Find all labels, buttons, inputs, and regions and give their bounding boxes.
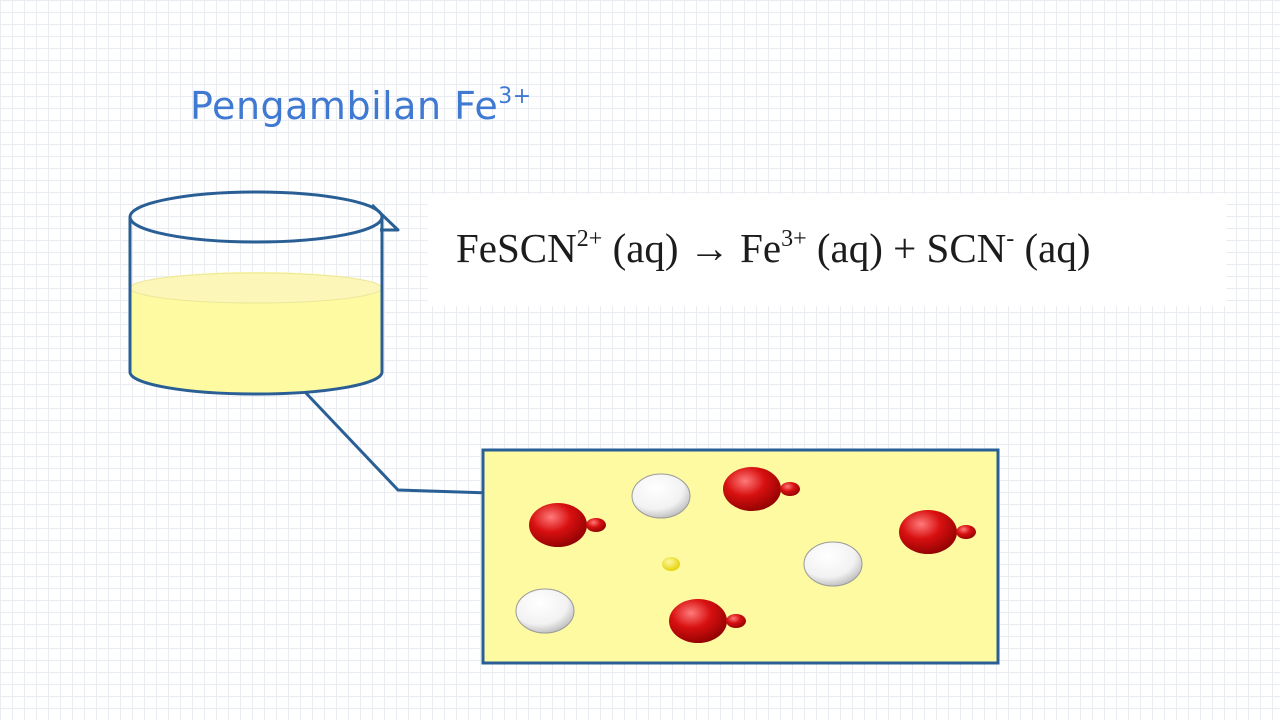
eq-arrow: → — [688, 225, 730, 271]
eq-product-2-charge: - — [1006, 226, 1015, 252]
eq-reactant-charge: 2+ — [576, 226, 603, 252]
fescn-particle — [669, 599, 746, 643]
callout-line — [303, 390, 491, 495]
slide-title: Pengambilan Fe3+ — [190, 84, 532, 128]
beaker-front-rim — [128, 216, 384, 244]
fescn-particle — [529, 503, 606, 547]
eq-state-2: (aq) + — [806, 225, 927, 271]
beaker-solution — [130, 272, 382, 394]
fescn-particle — [899, 510, 976, 554]
fescn-particle — [723, 467, 800, 511]
eq-product-1: Fe — [729, 225, 782, 271]
beaker-bottom — [128, 371, 384, 396]
eq-product-1-charge: 3+ — [781, 226, 807, 252]
beaker-spout — [370, 203, 400, 232]
equation-box: FeSCN2+ (aq) → Fe3+ (aq) + SCN- (aq) — [428, 194, 1226, 306]
eq-product-2: SCN — [926, 225, 1007, 271]
beaker — [128, 190, 400, 396]
eq-reactant: FeSCN — [456, 225, 577, 271]
solution-surface — [129, 272, 383, 304]
title-text: Pengambilan Fe — [190, 84, 499, 128]
yellow-particle — [662, 557, 680, 571]
eq-state-1: (aq) — [602, 225, 689, 271]
beaker-back-rim — [128, 190, 384, 218]
white-particle — [631, 473, 691, 519]
white-particle — [515, 588, 575, 634]
title-charge: 3+ — [498, 84, 532, 109]
white-particle — [803, 541, 863, 587]
reaction-equation: FeSCN2+ (aq) → Fe3+ (aq) + SCN- (aq) — [456, 224, 1091, 272]
eq-state-3: (aq) — [1014, 225, 1091, 271]
